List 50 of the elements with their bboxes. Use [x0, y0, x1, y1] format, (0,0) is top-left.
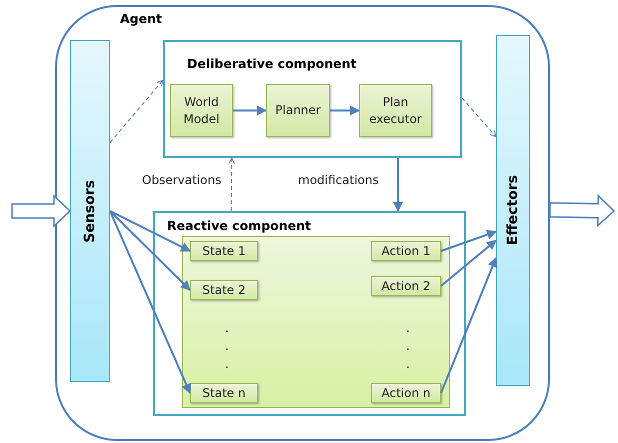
- arrow: [110, 210, 191, 252]
- box-label: Planner: [275, 102, 321, 119]
- block-arrow: [549, 194, 616, 228]
- process-box: [359, 84, 432, 137]
- arrow: [462, 97, 496, 138]
- ellipsis-dot: .: [225, 358, 229, 370]
- process-box: [190, 280, 258, 300]
- component-frame: [163, 40, 462, 158]
- component-frame: [153, 211, 466, 416]
- arrow: [440, 230, 497, 252]
- block-arrow: [11, 194, 72, 228]
- box-label: State n: [202, 384, 246, 402]
- process-box: [371, 383, 441, 403]
- ellipsis-dot: .: [225, 322, 229, 334]
- component-bar: [496, 35, 530, 386]
- arrow: [233, 106, 267, 116]
- box-label: State 1: [202, 242, 246, 260]
- box-label: Action 2: [381, 278, 431, 294]
- ellipsis-dot: .: [406, 322, 410, 334]
- frame-title: Reactive component: [167, 218, 311, 233]
- process-box: [371, 241, 441, 261]
- bar-label: Sensors: [82, 180, 98, 242]
- arrow: [228, 158, 235, 212]
- arrow: [440, 256, 498, 394]
- box-label: State 2: [202, 282, 246, 298]
- agent-container: [55, 5, 550, 441]
- arrow: [109, 210, 191, 394]
- arrow: [393, 158, 404, 212]
- process-box: [266, 84, 330, 137]
- arrow: [440, 240, 497, 287]
- box-label: Plan executor: [368, 94, 423, 127]
- ellipsis-dot: .: [406, 340, 410, 352]
- ellipsis-dot: .: [225, 340, 229, 352]
- edge-label: Observations: [140, 173, 224, 187]
- arrow: [109, 210, 191, 291]
- frame-title: Deliberative component: [187, 56, 356, 71]
- container-title: Agent: [120, 11, 162, 26]
- bar-label: Effectors: [505, 175, 521, 246]
- edge-label: modifications: [296, 173, 381, 187]
- process-box: [170, 84, 233, 137]
- ellipsis-dot: .: [406, 358, 410, 370]
- box-label: World Model: [182, 94, 221, 127]
- component-bar: [70, 40, 110, 382]
- process-box: [190, 383, 258, 403]
- arrow: [110, 80, 164, 144]
- arrow: [330, 106, 360, 116]
- process-box: [371, 276, 441, 296]
- process-box: [190, 241, 258, 261]
- box-label: Action 1: [381, 242, 431, 260]
- box-label: Action n: [381, 384, 430, 402]
